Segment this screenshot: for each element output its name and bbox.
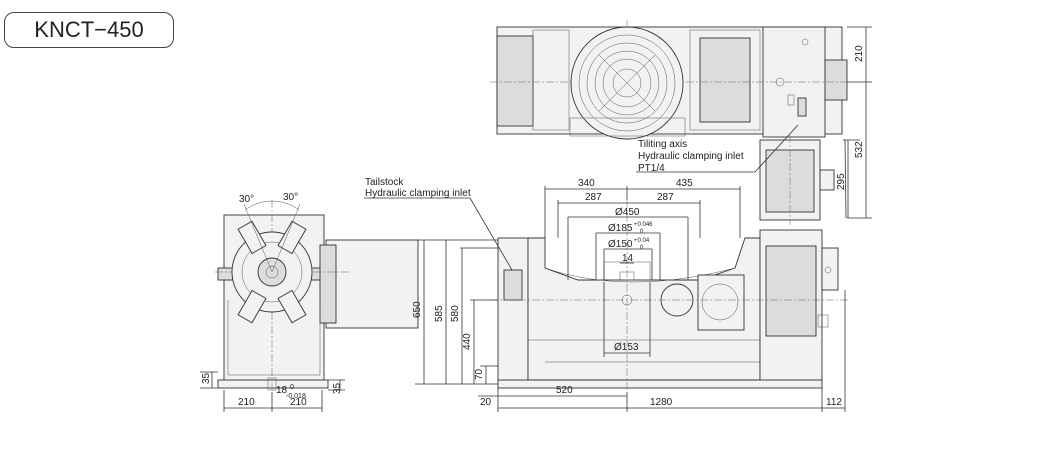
dim-153: Ø153 [614, 342, 639, 353]
dim-580: 580 [450, 305, 461, 322]
dim-150-tol-lower: 0 [640, 245, 644, 251]
dim-18: 18 [276, 385, 288, 396]
dim-210-left: 210 [238, 397, 255, 408]
dim-210-right: 210 [290, 397, 307, 408]
dim-70: 70 [474, 368, 485, 380]
top-view [490, 20, 850, 140]
dim-287-left: 287 [585, 192, 602, 203]
tilting-axis-label-3: PT1/4 [638, 163, 665, 174]
tailstock-label-2: Hydraulic clamping inlet [365, 188, 471, 199]
top-view-dimensions: 210 532 295 [836, 26, 872, 219]
dim-585: 585 [434, 305, 445, 322]
dim-angle-left: 30° [239, 194, 254, 205]
model-title-text: KNCT−450 [34, 17, 144, 42]
dim-14: 14 [622, 253, 634, 264]
dim-435: 435 [676, 178, 693, 189]
dim-450: Ø450 [615, 207, 640, 218]
front-view-dimensions [440, 186, 846, 412]
dim-185-tol-upper: +0.046 [634, 222, 653, 228]
dim-185: Ø185 [608, 223, 633, 234]
dim-18-tol-upper: 0 [290, 384, 294, 391]
dim-210-top: 210 [854, 45, 865, 62]
dim-287-right: 287 [657, 192, 674, 203]
front-view [490, 200, 850, 392]
dim-112: 112 [826, 397, 842, 408]
dim-angle-right: 30° [283, 192, 298, 203]
dim-440: 440 [462, 333, 473, 350]
dim-295: 295 [836, 173, 847, 190]
model-title: KNCT−450 [4, 12, 174, 48]
dim-20: 20 [480, 397, 492, 408]
dim-185-tol-lower: 0 [640, 229, 644, 235]
dim-150-tol-upper: +0.04 [634, 238, 650, 244]
dim-18-tol-lower: -0.018 [286, 393, 306, 400]
tailstock-label-1: Tailstock [365, 177, 404, 188]
dim-35-left: 35 [201, 372, 212, 384]
tilting-axis-label-1: Tiliting axis [638, 139, 687, 150]
side-view-dimensions [200, 239, 440, 412]
dim-650: 650 [412, 301, 423, 318]
dim-150: Ø150 [608, 239, 633, 250]
tilting-axis-label-2: Hydraulic clamping inlet [638, 151, 744, 162]
dim-532: 532 [854, 141, 865, 158]
dim-520: 520 [556, 385, 573, 396]
top-view-motor [759, 135, 835, 225]
side-view [215, 200, 419, 395]
tilting-axis-leader [754, 124, 799, 173]
dim-1280: 1280 [650, 397, 673, 408]
dim-340: 340 [578, 178, 595, 189]
dim-35-right: 35 [332, 382, 343, 394]
